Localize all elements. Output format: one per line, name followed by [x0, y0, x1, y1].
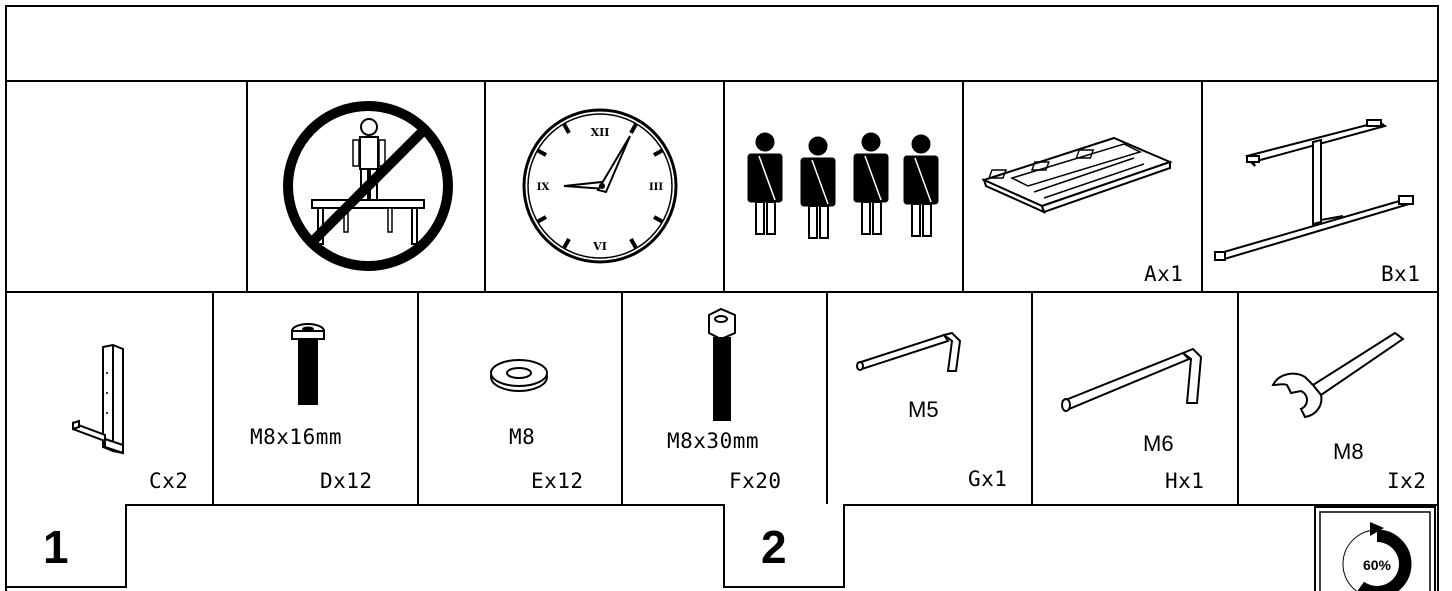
cell-divider — [246, 80, 248, 293]
cell-divider — [212, 291, 214, 506]
cell-divider — [621, 291, 623, 506]
part-d-qty: Dx12 — [320, 469, 373, 493]
part-h-hex-key-m6: M6 Hx1 — [1033, 293, 1237, 504]
part-a-tabletop: Ax1 — [964, 82, 1201, 291]
clock-numeral-3: III — [649, 182, 663, 193]
clock-numeral-12: XII — [591, 126, 610, 139]
step-1-number: 1 — [43, 521, 69, 573]
part-g-hex-key-m5: M5 Gx1 — [828, 293, 1031, 504]
part-e-qty: Ex12 — [531, 469, 584, 493]
progress-indicator: 60% — [1314, 506, 1438, 591]
cell-divider — [417, 291, 419, 506]
part-i-qty: Ix2 — [1387, 469, 1427, 493]
clock-icon: XII III VI IX — [486, 82, 723, 291]
part-h-qty: Hx1 — [1165, 469, 1205, 493]
part-a-qty: Ax1 — [1144, 262, 1184, 286]
part-i-wrench-m8: M8 Ix2 — [1239, 293, 1439, 504]
cell-divider — [484, 80, 486, 293]
part-c-upright: Cx2 — [7, 293, 212, 504]
part-d-bolt-m8x16: M8x16mm Dx12 — [214, 293, 417, 504]
part-h-size: M6 — [1143, 431, 1174, 456]
part-b-leg-frame: Bx1 — [1203, 82, 1439, 291]
part-g-size: M5 — [908, 397, 939, 422]
no-standing-on-table-icon — [248, 82, 484, 291]
instruction-sheet-frame — [5, 5, 1439, 591]
four-people-icon — [725, 82, 962, 291]
part-c-qty: Cx2 — [149, 469, 189, 493]
part-e-size: M8 — [509, 425, 536, 449]
part-f-qty: Fx20 — [729, 469, 782, 493]
part-g-qty: Gx1 — [968, 467, 1008, 491]
cell-divider — [826, 291, 828, 506]
cell-divider — [723, 80, 725, 293]
row-divider — [5, 504, 1439, 506]
row-divider — [5, 291, 1439, 293]
step-1-marker: 1 — [5, 504, 127, 588]
progress-label: 60% — [1363, 557, 1392, 573]
header-divider — [5, 80, 1439, 82]
clock-numeral-9: IX — [537, 182, 550, 193]
part-i-size: M8 — [1333, 439, 1364, 464]
part-b-qty: Bx1 — [1381, 262, 1421, 286]
progress-arc — [1357, 530, 1411, 591]
part-f-bolt-m8x30: M8x30mm Fx20 — [623, 293, 826, 504]
cell-divider — [1031, 291, 1033, 506]
cell-divider — [1201, 80, 1203, 293]
clock-numeral-6: VI — [592, 240, 607, 253]
part-e-washer-m8: M8 Ex12 — [419, 293, 621, 504]
part-d-size: M8x16mm — [250, 425, 343, 449]
cell-divider — [1237, 291, 1239, 506]
part-f-size: M8x30mm — [667, 429, 760, 453]
step-2-number: 2 — [761, 521, 787, 573]
step-2-marker: 2 — [723, 504, 845, 588]
cell-divider — [962, 80, 964, 293]
